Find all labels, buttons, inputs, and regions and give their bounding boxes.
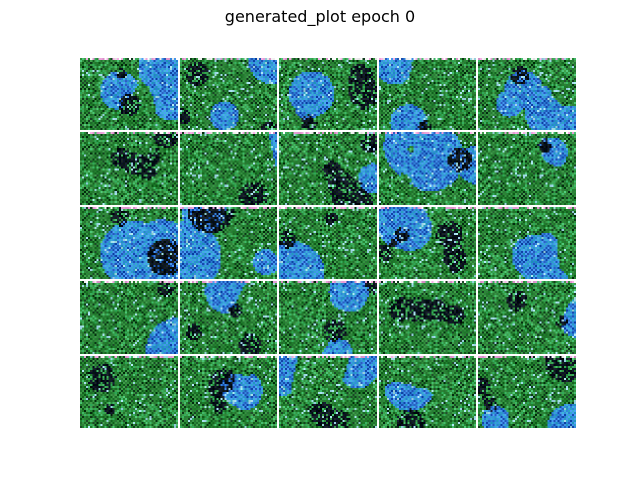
generated-sample-18	[279, 281, 377, 354]
generated-sample-24	[378, 355, 477, 428]
generated-sample-6	[80, 132, 178, 205]
figure-title: generated_plot epoch 0	[224, 7, 416, 26]
generated-sample-11	[80, 206, 178, 280]
generated-sample-grid	[80, 58, 576, 428]
generated-sample-23	[279, 355, 377, 428]
generated-sample-12	[179, 206, 278, 280]
generated-sample-14	[378, 206, 477, 280]
generated-sample-25	[478, 355, 576, 428]
generated-sample-2	[179, 58, 278, 131]
generated-sample-20	[478, 281, 576, 354]
generated-sample-16	[80, 281, 178, 354]
generated-sample-4	[378, 58, 477, 131]
generated-sample-15	[478, 206, 576, 280]
generated-sample-21	[80, 355, 178, 428]
generated-sample-9	[378, 132, 477, 205]
generated-sample-3	[279, 58, 377, 131]
generated-sample-5	[478, 58, 576, 131]
generated-sample-8	[279, 132, 377, 205]
generated-sample-13	[279, 206, 377, 280]
generated-sample-10	[478, 132, 576, 205]
generated-sample-22	[179, 355, 278, 428]
generated-sample-1	[80, 58, 178, 131]
generated-sample-17	[179, 281, 278, 354]
generated-sample-7	[179, 132, 278, 205]
generated-sample-19	[378, 281, 477, 354]
